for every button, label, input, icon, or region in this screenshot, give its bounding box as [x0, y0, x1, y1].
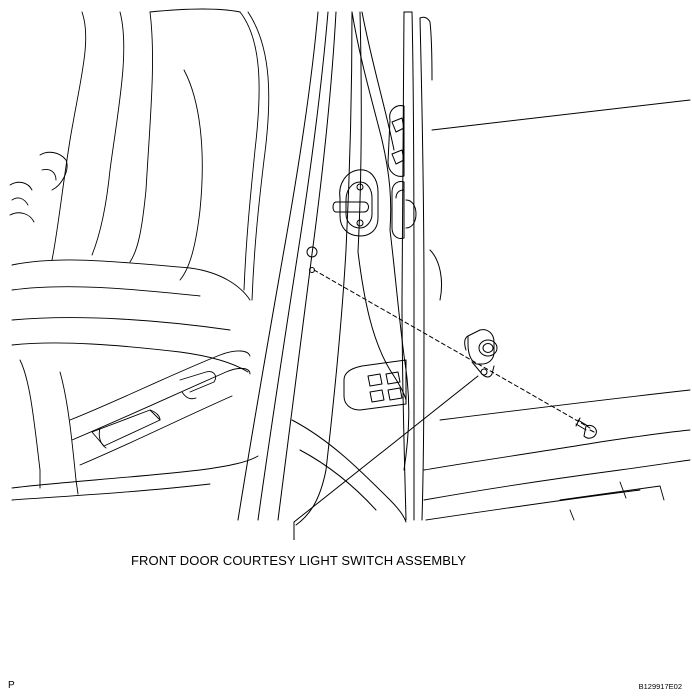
door-striker-illustration	[333, 170, 378, 236]
callout-label: FRONT DOOR COURTESY LIGHT SWITCH ASSEMBL…	[131, 553, 467, 568]
callout-leader-line	[294, 376, 478, 540]
door-pillar-illustration	[0, 0, 692, 540]
door-panel-illustration	[424, 390, 690, 520]
seat-illustration	[10, 9, 269, 500]
courtesy-light-switch	[465, 330, 497, 377]
alignment-dashed-line	[314, 270, 590, 428]
hinge-pillar-illustration	[344, 12, 690, 520]
body-pillar-illustration	[238, 12, 409, 525]
figure-id: B129917E02	[638, 682, 682, 691]
figure-corner-code: P	[8, 680, 15, 691]
screw-bolt	[576, 418, 596, 438]
